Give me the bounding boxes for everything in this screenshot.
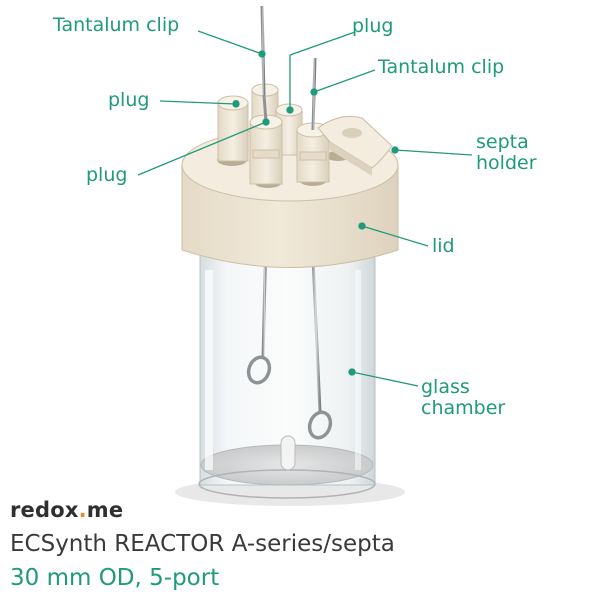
label-tantalum-clip-right: Tantalum clip <box>378 56 505 78</box>
label-plug-left: plug <box>108 89 150 111</box>
label-lid: lid <box>432 235 455 257</box>
product-spec: 30 mm OD, 5-port <box>10 565 220 591</box>
label-glass-chamber: glass chamber <box>421 377 505 419</box>
brand-logo: redox.me <box>10 498 123 522</box>
brand-part1: redox <box>10 498 79 522</box>
label-septa-holder-line1: septa <box>476 131 529 153</box>
product-name: ECSynth REACTOR A-series/septa <box>10 531 395 557</box>
label-plug-low: plug <box>86 164 128 186</box>
label-glass-chamber-line2: chamber <box>421 397 506 419</box>
label-tantalum-clip-left: Tantalum clip <box>53 14 180 36</box>
label-glass-chamber-line1: glass <box>421 376 470 398</box>
label-septa-holder: septa holder <box>476 132 537 174</box>
label-septa-holder-line2: holder <box>476 152 537 174</box>
label-plug-top: plug <box>352 15 394 37</box>
stir-bar <box>280 435 296 471</box>
brand-part2: me <box>86 498 124 522</box>
callout-lines <box>137 30 473 387</box>
brand-dot: . <box>78 498 87 522</box>
septa-holder <box>317 115 393 176</box>
